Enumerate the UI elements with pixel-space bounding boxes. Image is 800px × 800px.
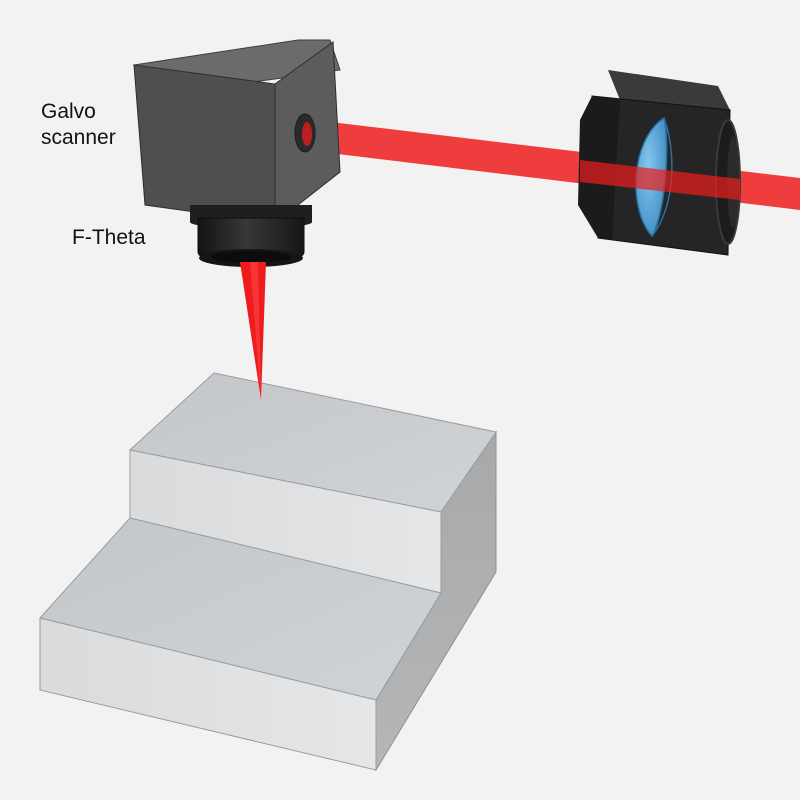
galvo-front-face <box>133 64 276 224</box>
stepped-workpiece <box>39 372 497 772</box>
laser-beam-focused <box>240 262 266 400</box>
galvo-label-line2: scanner <box>41 126 116 149</box>
f-theta-label: F-Theta <box>72 226 146 249</box>
galvo-scanner-cube <box>132 39 341 225</box>
galvo-label-line1: Galvo <box>41 100 96 123</box>
galvo-scanner-label: Galvo scanner <box>41 99 116 151</box>
collimator-lens-housing <box>578 70 741 256</box>
f-theta-lens <box>190 205 312 267</box>
workpiece-front-face <box>39 617 377 771</box>
